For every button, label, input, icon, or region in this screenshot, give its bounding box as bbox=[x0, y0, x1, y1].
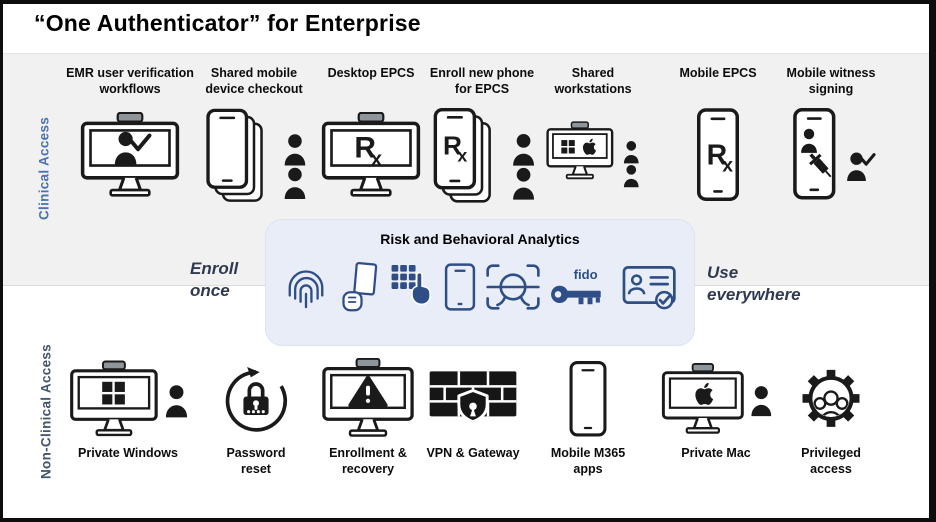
svg-text:R: R bbox=[443, 130, 462, 160]
firewall-shield-icon bbox=[411, 355, 535, 438]
monitor-windows-apple-users-icon bbox=[544, 105, 642, 205]
risk-analytics-box: Risk and Behavioral Analytics fido bbox=[266, 220, 694, 345]
clinical-item-label: Desktop EPCS bbox=[327, 66, 415, 80]
clinical-item-label: Mobile witness signing bbox=[786, 66, 876, 96]
nonclinical-item-private-mac: Private Mac bbox=[659, 355, 773, 461]
nonclinical-item-mobile-m365: Mobile M365 apps bbox=[539, 355, 637, 477]
clinical-item-label: Shared workstations bbox=[554, 66, 632, 96]
id-card-check-icon bbox=[622, 264, 678, 311]
hand-card-icon bbox=[339, 261, 381, 313]
monitor-user-check-icon bbox=[60, 105, 200, 205]
monitor-windows-user-icon bbox=[66, 355, 190, 438]
nonclinical-item-label: Private Windows bbox=[78, 446, 178, 460]
slide-canvas: “One Authenticator” for Enterprise Clini… bbox=[3, 4, 929, 518]
nonclinical-item-password-reset: Password reset bbox=[213, 355, 299, 477]
monitor-warning-icon bbox=[317, 355, 419, 438]
clinical-item-label: Shared mobile device checkout bbox=[205, 66, 303, 96]
svg-text:fido: fido bbox=[574, 267, 598, 282]
clinical-item-mobile-witness-signing: Mobile witness signing bbox=[778, 65, 884, 205]
analytics-icon-row: fido bbox=[266, 261, 694, 313]
enroll-once-text: Enroll once bbox=[190, 259, 239, 301]
phone-witness-sign-icon bbox=[778, 105, 884, 205]
nonclinical-item-label: Enrollment & recovery bbox=[329, 446, 407, 476]
nonclinical-item-label: Mobile M365 apps bbox=[550, 446, 626, 476]
clinical-item-emr-verification: EMR user verification workflows bbox=[60, 65, 200, 205]
nonclinical-item-privileged-access: Privileged access bbox=[785, 355, 877, 477]
gear-people-icon bbox=[785, 355, 877, 438]
use-everywhere-text: Use everywhere bbox=[707, 263, 801, 305]
clinical-item-label: EMR user verification workflows bbox=[66, 66, 194, 96]
analytics-title: Risk and Behavioral Analytics bbox=[380, 231, 580, 247]
monitor-apple-user-icon bbox=[659, 355, 773, 438]
svg-text:x: x bbox=[371, 148, 383, 170]
nonclinical-item-enrollment-recovery: Enrollment & recovery bbox=[317, 355, 419, 477]
fingerprint-icon bbox=[282, 261, 330, 313]
nonclinical-item-private-windows: Private Windows bbox=[66, 355, 190, 461]
clinical-item-label: Mobile EPCS bbox=[679, 66, 757, 80]
rail-nonclinical-access: Non-Clinical Access bbox=[38, 344, 54, 480]
lock-reset-icon bbox=[213, 355, 299, 438]
svg-text:x: x bbox=[722, 155, 733, 176]
nonclinical-item-label: Privileged access bbox=[801, 446, 861, 476]
phone-plain-icon bbox=[539, 355, 637, 438]
pin-pad-icon bbox=[390, 263, 434, 311]
clinical-item-label: Enroll new phone for EPCS bbox=[429, 66, 535, 96]
page-title: “One Authenticator” for Enterprise bbox=[34, 10, 421, 36]
svg-text:R: R bbox=[354, 132, 376, 165]
rail-clinical-access: Clinical Access bbox=[36, 116, 52, 220]
svg-text:x: x bbox=[457, 145, 467, 165]
nonclinical-item-vpn-gateway: VPN & Gateway bbox=[411, 355, 535, 461]
nonclinical-item-label: Password reset bbox=[226, 446, 286, 476]
nonclinical-item-label: Private Mac bbox=[681, 446, 751, 460]
face-scan-icon bbox=[486, 262, 540, 312]
svg-text:R: R bbox=[707, 139, 728, 171]
stacked-phones-users-icon bbox=[198, 105, 310, 205]
nonclinical-item-label: VPN & Gateway bbox=[426, 446, 520, 460]
clinical-item-shared-workstations: Shared workstations bbox=[544, 65, 642, 205]
fido-key-icon: fido bbox=[549, 263, 613, 311]
clinical-item-shared-mobile-checkout: Shared mobile device checkout bbox=[198, 65, 310, 205]
phone-outline-icon bbox=[443, 262, 477, 312]
